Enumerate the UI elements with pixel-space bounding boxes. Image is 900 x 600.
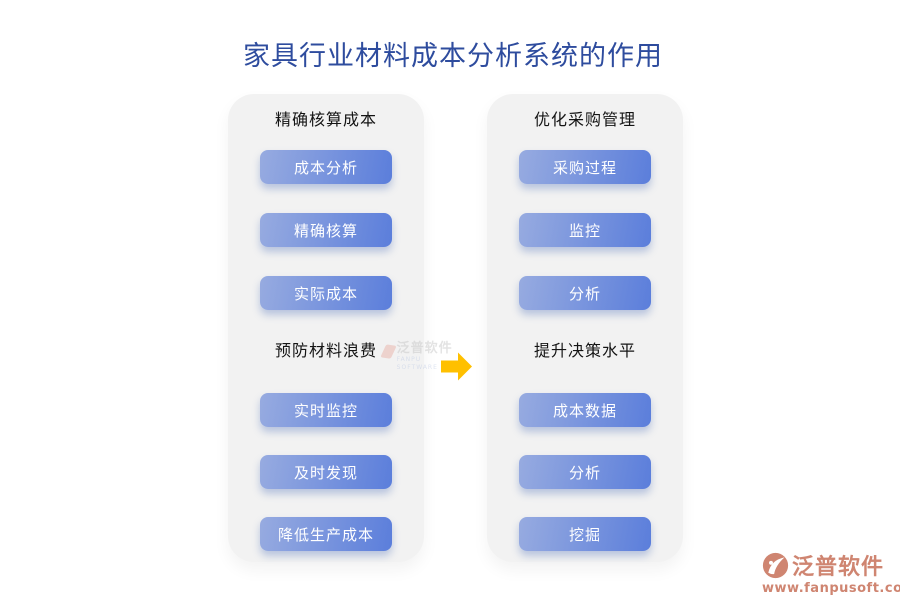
section-prevent-waste: 预防材料浪费 实时监控 及时发现 降低生产成本 [228, 341, 424, 551]
panel-cost-accounting: 精确核算成本 成本分析 精确核算 实际成本 预防材料浪费 实时监控 及时发现 降… [228, 94, 424, 562]
button-monitoring[interactable]: 监控 [519, 213, 651, 247]
fanpu-logo-icon [762, 552, 789, 578]
button-accurate-accounting[interactable]: 精确核算 [260, 213, 392, 247]
button-analysis[interactable]: 分析 [519, 276, 651, 310]
section-header: 提升决策水平 [533, 341, 636, 360]
page-title: 家具行业材料成本分析系统的作用 [243, 41, 663, 72]
button-reduce-production-cost[interactable]: 降低生产成本 [260, 517, 392, 551]
right-arrow-icon [441, 352, 472, 381]
section-header: 优化采购管理 [533, 110, 636, 129]
button-stack: 成本分析 精确核算 实际成本 [260, 150, 392, 310]
section-optimize-procurement: 优化采购管理 采购过程 监控 分析 [487, 110, 683, 310]
button-realtime-monitoring[interactable]: 实时监控 [260, 393, 392, 427]
panel-procurement-decision: 优化采购管理 采购过程 监控 分析 提升决策水平 成本数据 分析 挖掘 [487, 94, 683, 562]
footer-brand: 泛普软件 www.fanpusoft.com [762, 549, 900, 596]
button-procurement-process[interactable]: 采购过程 [519, 150, 651, 184]
button-actual-cost[interactable]: 实际成本 [260, 276, 392, 310]
section-header: 预防材料浪费 [274, 341, 377, 360]
section-header: 精确核算成本 [274, 110, 377, 129]
button-cost-analysis[interactable]: 成本分析 [260, 150, 392, 184]
section-accurate-cost: 精确核算成本 成本分析 精确核算 实际成本 [228, 110, 424, 310]
footer-brand-name: 泛普软件 [792, 554, 885, 580]
button-stack: 采购过程 监控 分析 [519, 150, 651, 310]
button-analysis[interactable]: 分析 [519, 455, 651, 489]
section-improve-decision: 提升决策水平 成本数据 分析 挖掘 [487, 341, 683, 551]
button-cost-data[interactable]: 成本数据 [519, 393, 651, 427]
button-timely-discovery[interactable]: 及时发现 [260, 455, 392, 489]
footer-url-link[interactable]: www.fanpusoft.com [762, 581, 900, 596]
button-stack: 实时监控 及时发现 降低生产成本 [260, 393, 392, 551]
button-mining[interactable]: 挖掘 [519, 517, 651, 551]
button-stack: 成本数据 分析 挖掘 [519, 393, 651, 551]
